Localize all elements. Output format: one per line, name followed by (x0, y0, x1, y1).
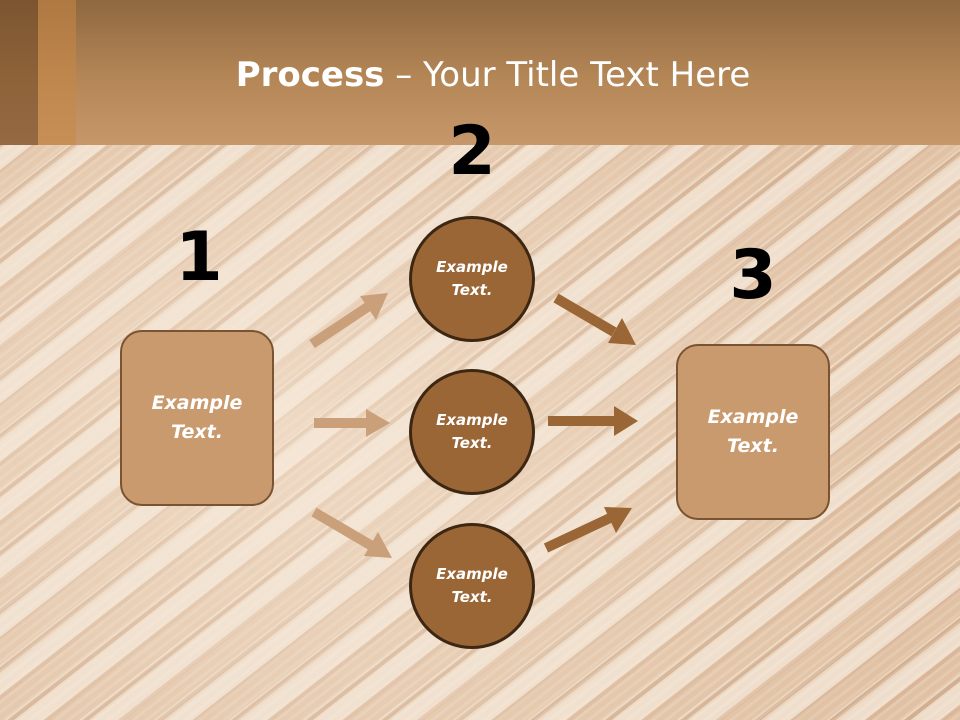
step-2-circle-middle: Example Text. (409, 369, 535, 495)
arrow-box1-to-circle-middle (314, 409, 390, 437)
title-banner (0, 0, 960, 145)
step-3-text-line2: Text. (727, 435, 779, 457)
step-1-text-line1: Example (151, 392, 243, 414)
circle-text-line1: Example (436, 258, 508, 276)
arrow-circle-middle-to-box3 (548, 406, 638, 436)
step-2-circle-bottom: Example Text. (409, 523, 535, 649)
banner-accent-stripe (38, 0, 76, 145)
circle-text-line2: Text. (451, 281, 493, 299)
step-2-circle-top: Example Text. (409, 216, 535, 342)
title-bold-part: Process (235, 55, 385, 95)
arrow-circle-top-to-box3 (553, 293, 636, 345)
slide-title: Process – Your Title Text Here (0, 52, 960, 98)
circle-text-line2: Text. (451, 588, 493, 606)
step-3-box: Example Text. (676, 344, 830, 520)
step-3-text-line1: Example (707, 406, 799, 428)
arrow-box1-to-circle-bottom (311, 507, 392, 558)
circle-text-line2: Text. (451, 434, 493, 452)
step-number-1: 1 (175, 218, 223, 297)
arrow-box1-to-circle-top (309, 293, 388, 349)
step-number-3: 3 (729, 236, 777, 315)
circle-text-line1: Example (436, 411, 508, 429)
arrow-circle-bottom-to-box3 (543, 507, 632, 553)
circle-text-line1: Example (436, 565, 508, 583)
step-number-2: 2 (448, 112, 496, 191)
banner-accent-stripe (0, 0, 38, 145)
step-1-text-line2: Text. (171, 421, 223, 443)
step-1-box: Example Text. (120, 330, 274, 506)
title-regular-part: – Your Title Text Here (384, 55, 751, 95)
